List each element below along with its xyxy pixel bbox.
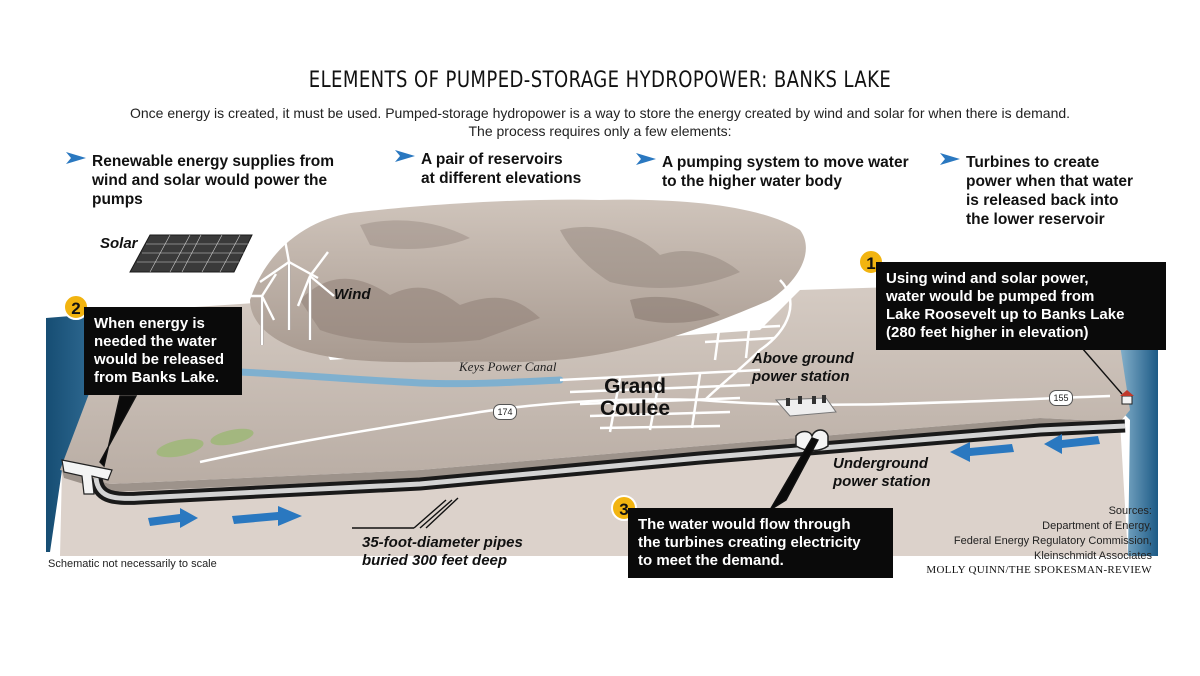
element-reservoirs: A pair of reservoirs at different elevat…	[395, 150, 582, 188]
green-fields	[156, 428, 254, 458]
source-line: Sources:	[1108, 505, 1152, 517]
callout-line: Lake Roosevelt up to Banks Lake	[886, 306, 1125, 323]
element-line: pumps	[92, 191, 143, 208]
scale-note: Schematic not necessarily to scale	[48, 558, 217, 570]
bullet-triangle-icon	[636, 153, 656, 165]
step-1-callout: Using wind and solar power, water would …	[876, 262, 1166, 350]
callout-line: When energy is	[94, 315, 205, 332]
callout-line: Using wind and solar power,	[886, 270, 1089, 287]
flow-arrows	[148, 434, 1100, 528]
element-line: A pair of reservoirs	[421, 151, 563, 168]
label-line: buried 300 feet deep	[362, 552, 508, 569]
subtitle: Once energy is created, it must be used.…	[100, 104, 1100, 140]
intake-structure	[61, 459, 113, 495]
above-ground-station-label: Above ground power station	[752, 350, 854, 386]
wind-label: Wind	[334, 286, 371, 303]
pipes-label: 35-foot-diameter pipes buried 300 feet d…	[362, 534, 523, 570]
keys-power-canal	[236, 368, 564, 388]
element-line: wind and solar would power the	[92, 172, 328, 189]
bullet-triangle-icon	[395, 150, 415, 162]
element-line: Turbines to create	[966, 154, 1100, 171]
roads	[199, 279, 1111, 464]
pump-house	[1120, 390, 1134, 405]
source-line: Department of Energy,	[1042, 520, 1152, 532]
subtitle-line-1: Once energy is created, it must be used.…	[129, 105, 1071, 121]
underground-station-label: Underground power station	[833, 455, 931, 491]
route-174-shield-icon: 174	[493, 404, 517, 420]
step-2-callout: When energy is needed the water would be…	[84, 307, 242, 395]
source-line: Federal Energy Regulatory Commission,	[953, 535, 1152, 547]
subtitle-line-2: The process requires only a few elements…	[468, 123, 732, 139]
town-label-line-2: Coulee	[600, 397, 671, 420]
mesa-hills	[250, 199, 806, 363]
canal-label: Keys Power Canal	[459, 359, 557, 374]
above-ground-power-station	[774, 395, 837, 417]
sources: Sources: Department of Energy, Federal E…	[900, 504, 1152, 564]
element-line: the lower reservoir	[966, 211, 1105, 228]
callout-line: to meet the demand.	[638, 552, 784, 569]
solar-panel-icon	[129, 234, 253, 273]
label-line: power station	[752, 368, 850, 385]
element-turbines: Turbines to create power when that water…	[940, 153, 1134, 229]
callout-line: needed the water	[94, 333, 217, 350]
wind-turbines-icon	[232, 223, 335, 345]
label-line: 35-foot-diameter pipes	[362, 534, 523, 551]
callout-line: The water would flow through	[638, 516, 851, 533]
element-pumping-system: A pumping system to move water to the hi…	[636, 153, 909, 191]
callout-line: from Banks Lake.	[94, 369, 220, 386]
bullet-triangle-icon	[66, 152, 86, 164]
town-label-line-1: Grand	[604, 375, 666, 398]
callout-line: water would be pumped from	[886, 288, 1095, 305]
bullet-triangle-icon	[940, 153, 960, 165]
callout-line: (280 feet higher in elevation)	[886, 324, 1089, 341]
element-line: Renewable energy supplies from	[92, 153, 335, 170]
credit-line: MOLLY QUINN/THE SPOKESMAN-REVIEW	[926, 564, 1152, 576]
town-label: Grand Coulee	[600, 376, 670, 420]
route-155-shield-icon: 155	[1049, 390, 1073, 406]
callout-line: would be released	[94, 351, 225, 368]
plateau-surface	[60, 280, 1130, 484]
solar-label: Solar	[100, 235, 138, 252]
step-3-callout: The water would flow through the turbine…	[628, 508, 893, 578]
element-line: at different elevations	[421, 170, 582, 187]
callout-pointers	[99, 347, 1123, 529]
element-line: is released back into	[966, 192, 1119, 209]
element-line: to the higher water body	[662, 173, 842, 190]
element-line: power when that water	[966, 173, 1134, 190]
page-title: ELEMENTS OF PUMPED-STORAGE HYDROPOWER: B…	[308, 68, 892, 93]
label-line: Above ground	[752, 350, 854, 367]
label-line: power station	[833, 473, 931, 490]
label-line: Underground	[833, 455, 928, 472]
callout-line: the turbines creating electricity	[638, 534, 861, 551]
element-line: A pumping system to move water	[662, 154, 909, 171]
element-renewable-energy: Renewable energy supplies from wind and …	[66, 152, 335, 209]
source-line: Kleinschmidt Associates	[1034, 550, 1152, 562]
pipe-tunnel	[89, 419, 1126, 505]
